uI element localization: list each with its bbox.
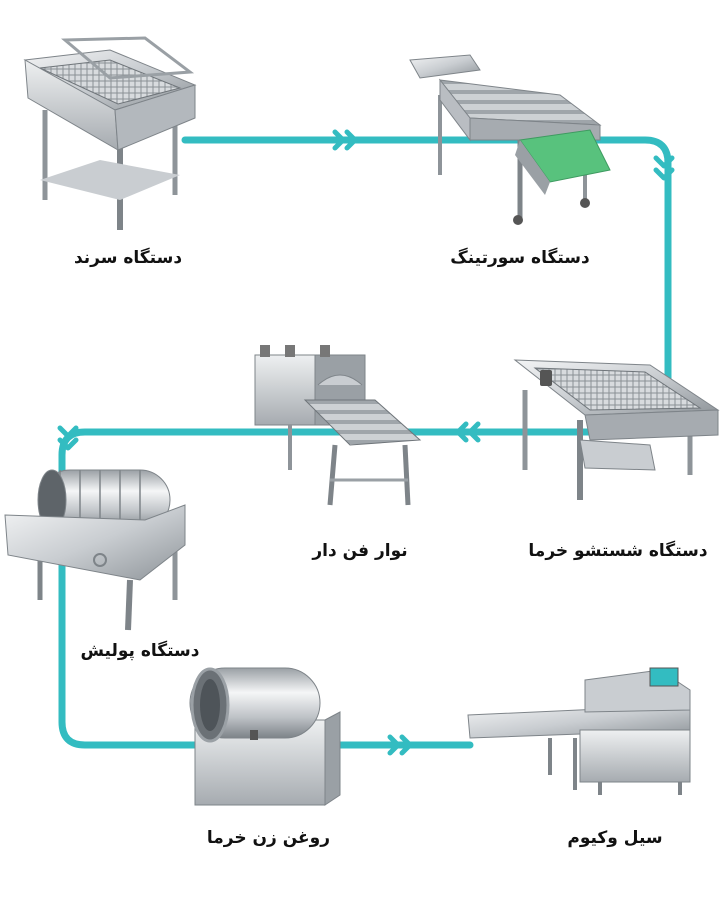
label-sorting: دستگاه سورتینگ <box>450 248 590 268</box>
double-chevron-icon <box>387 734 413 756</box>
polishing-drum-icon <box>4 469 186 631</box>
vacuum-sealer-icon <box>467 667 691 795</box>
label-sifter: دستگاه سرند <box>73 248 183 268</box>
fan-conveyor-icon <box>254 345 422 506</box>
oiling-drum-icon <box>189 667 341 806</box>
double-chevron-icon <box>57 425 79 451</box>
label-oiler: روغن زن خرما <box>206 828 330 848</box>
sifter-machine-icon <box>23 36 197 230</box>
label-fan-belt: نوار فن دار <box>312 541 408 561</box>
label-polisher: دستگاه پولیش <box>80 641 200 661</box>
double-chevron-icon <box>332 129 358 151</box>
label-vacuum: سیل وکیوم <box>567 828 663 848</box>
double-chevron-icon <box>653 155 675 181</box>
double-chevron-icon <box>455 421 481 443</box>
washing-machine-icon <box>513 359 720 500</box>
sorting-machine-icon <box>409 54 611 225</box>
label-washer: دستگاه شستشو خرما <box>528 541 708 561</box>
